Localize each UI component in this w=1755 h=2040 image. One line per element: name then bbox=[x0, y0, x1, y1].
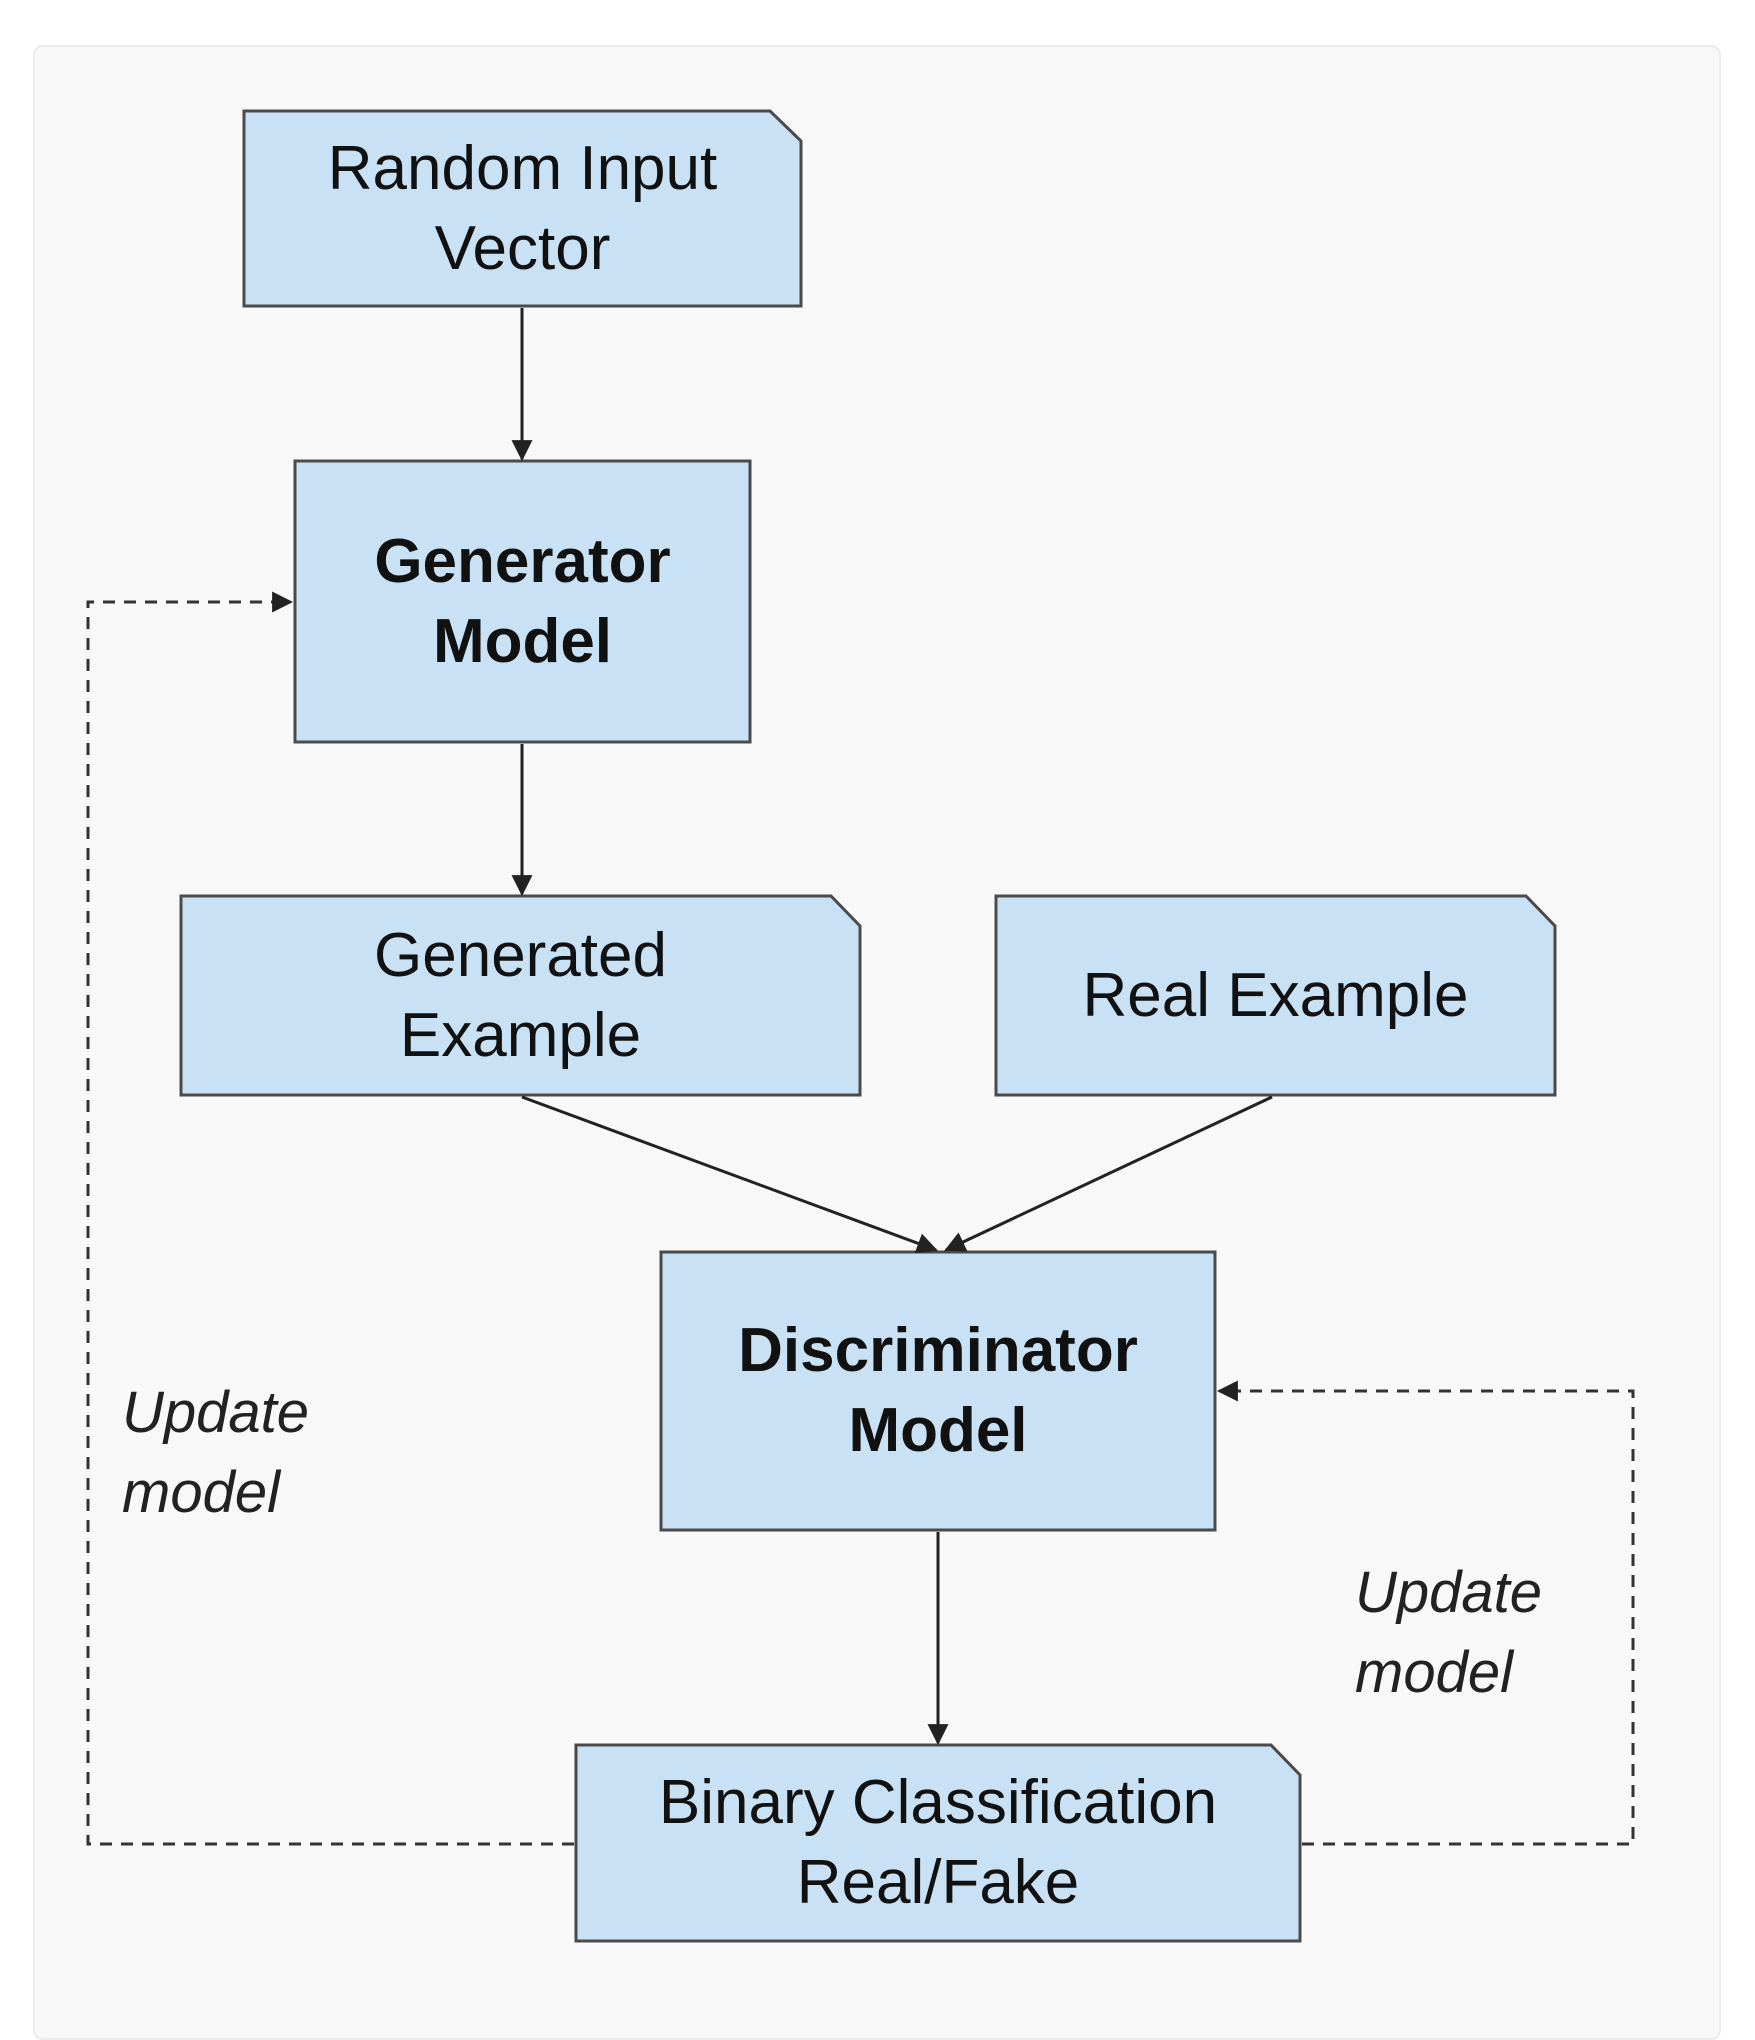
right-update-model-label: Update model bbox=[1355, 1553, 1542, 1713]
binary-classification-node-shape bbox=[574, 1743, 1302, 1943]
generator-node-shape bbox=[293, 459, 752, 744]
real-example-label: Real Example bbox=[1082, 960, 1469, 1030]
random-input-label-line2: Vector bbox=[434, 213, 611, 283]
generated-example-node: Generated Example bbox=[181, 896, 860, 1095]
generated-example-label-line2: Example bbox=[399, 1000, 642, 1070]
binary-classification-label-line2: Real/Fake bbox=[796, 1848, 1080, 1917]
random-input-node-shape bbox=[242, 109, 803, 308]
real-example-node-shape bbox=[994, 894, 1557, 1097]
left-update-model-label: Update model bbox=[122, 1373, 309, 1533]
generator-label-line2: Model bbox=[432, 606, 613, 676]
left-update-label-line1: Update bbox=[122, 1380, 310, 1445]
discriminator-node-shape bbox=[659, 1250, 1217, 1532]
binary-classification-node: Binary Classification Real/Fake bbox=[576, 1745, 1300, 1941]
arrow-generated-to-discriminator bbox=[521, 1095, 938, 1254]
generated-example-node-shape bbox=[179, 894, 862, 1097]
binary-classification-label-line1: Binary Classification bbox=[658, 1768, 1218, 1837]
feedback-arrow-to-generator bbox=[86, 591, 574, 1846]
right-update-label-line2: model bbox=[1355, 1640, 1513, 1705]
right-update-label-line1: Update bbox=[1355, 1560, 1543, 1625]
arrow-real-to-discriminator bbox=[944, 1095, 1273, 1252]
generator-label-line1: Generator bbox=[374, 526, 671, 596]
discriminator-label-line2: Model bbox=[848, 1396, 1028, 1465]
real-example-node: Real Example bbox=[996, 896, 1555, 1095]
random-input-label-line1: Random Input bbox=[327, 133, 718, 203]
random-input-node: Random Input Vector bbox=[244, 111, 801, 306]
generated-example-label-line1: Generated bbox=[374, 920, 667, 990]
left-update-label-line2: model bbox=[122, 1460, 280, 1525]
discriminator-node: Discriminator Model bbox=[661, 1252, 1215, 1530]
feedback-arrow-to-discriminator bbox=[1216, 1380, 1635, 1846]
discriminator-label-line1: Discriminator bbox=[738, 1316, 1138, 1385]
generator-node: Generator Model bbox=[295, 461, 750, 742]
